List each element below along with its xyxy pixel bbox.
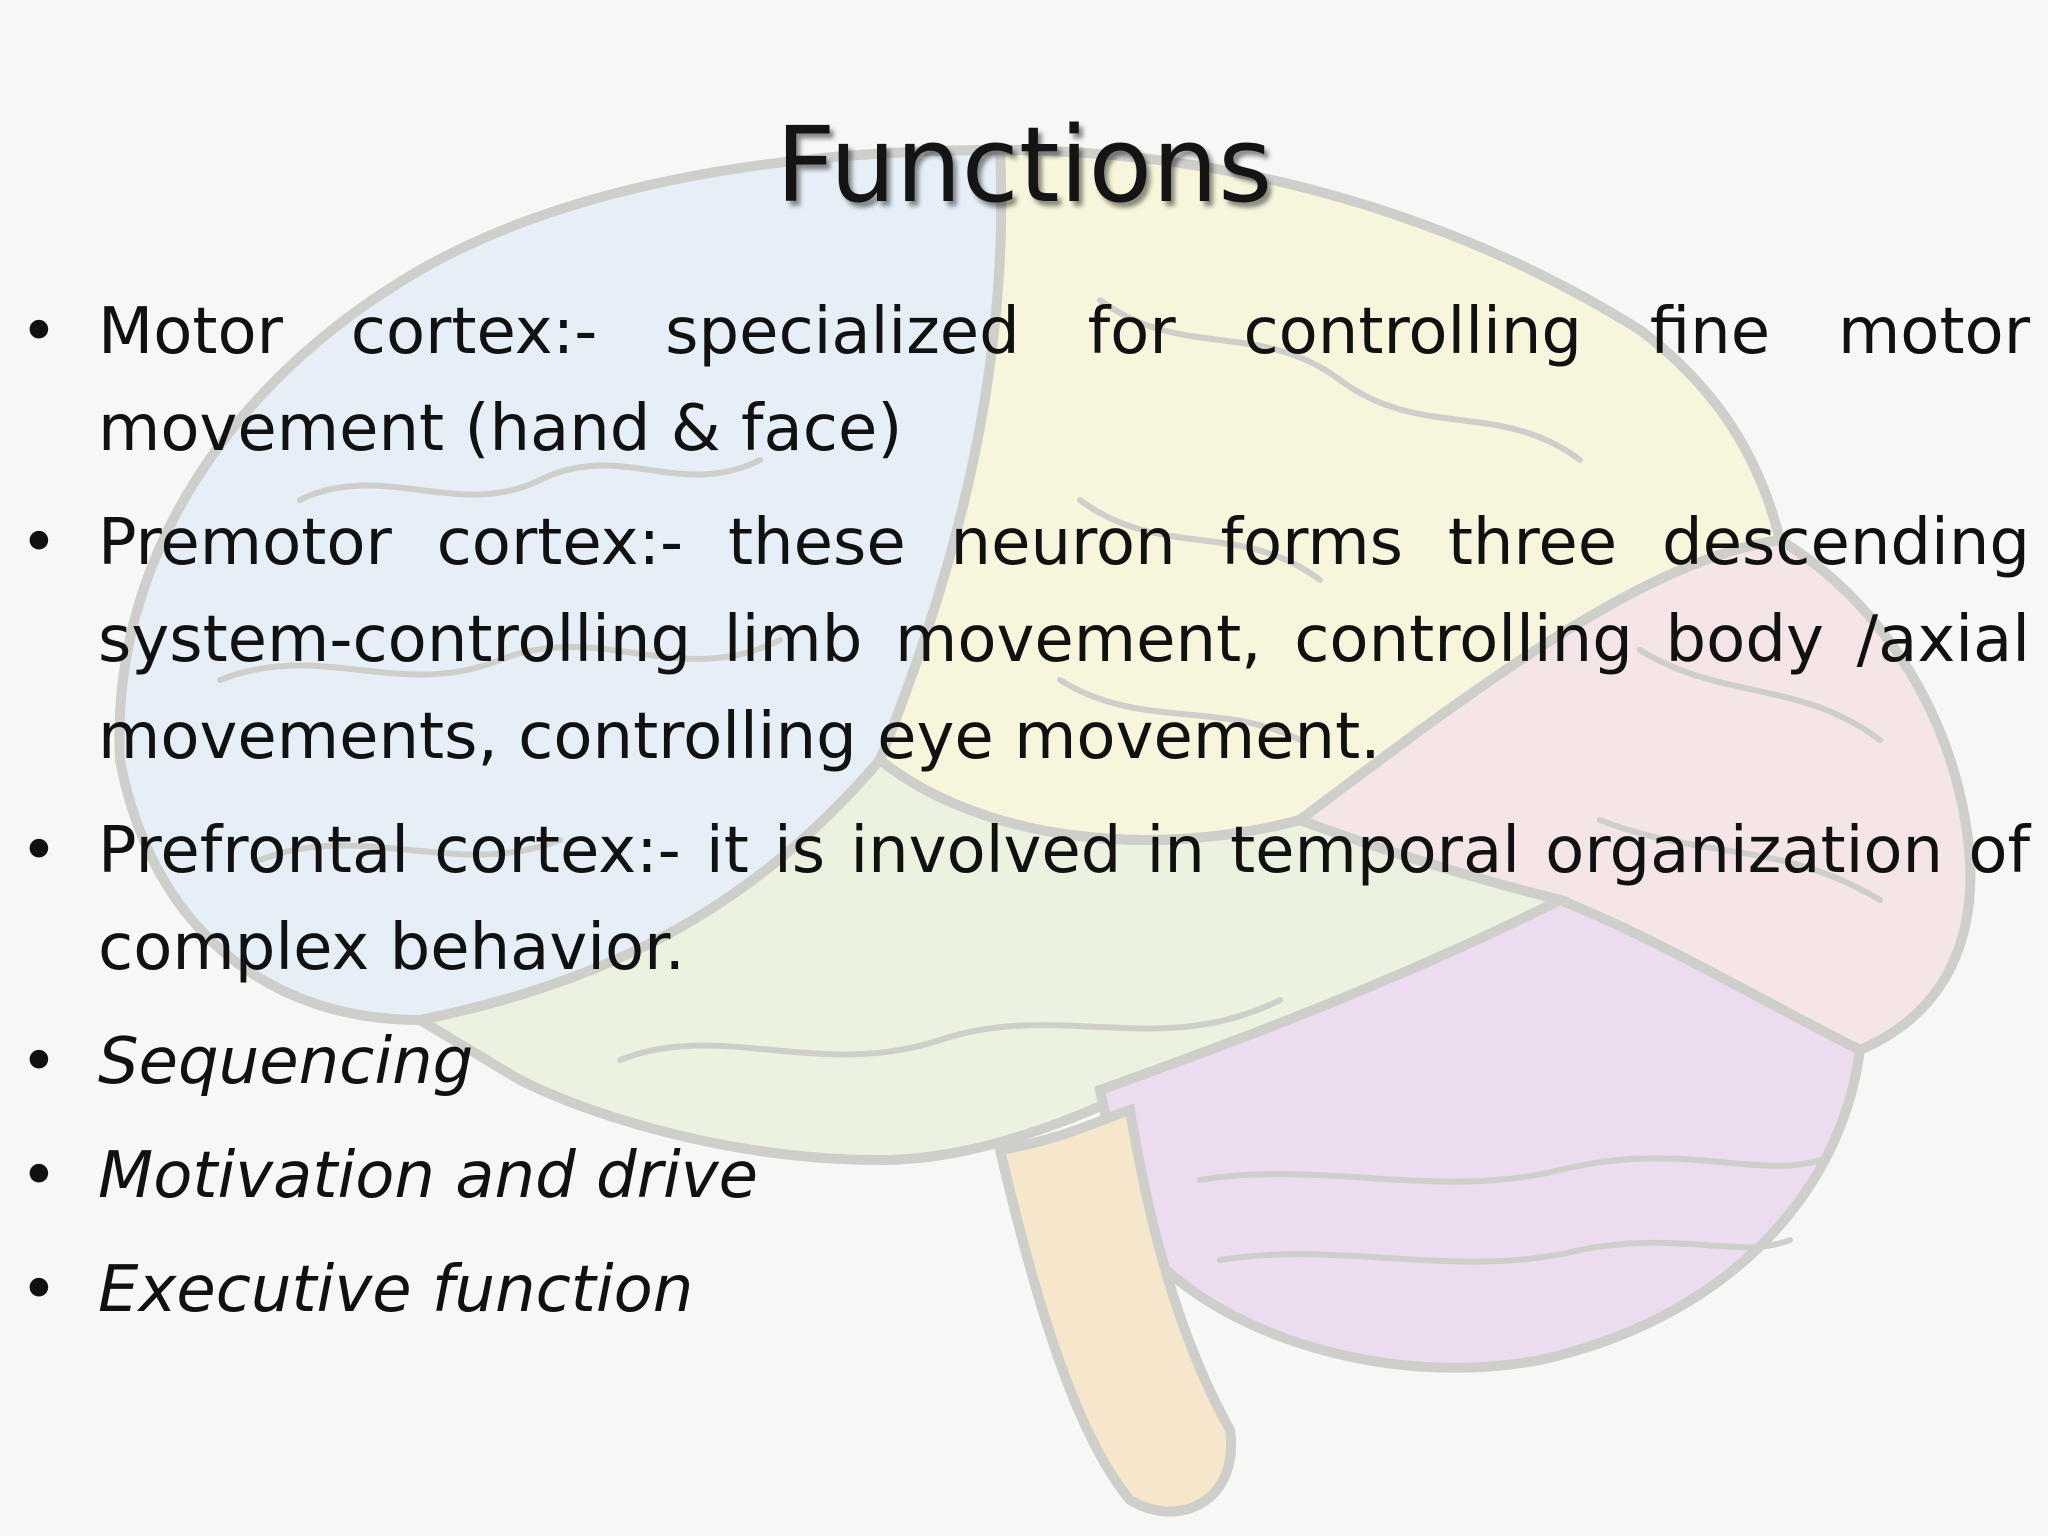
bullet-list: • Motor cortex:- specialized for control…: [20, 284, 2030, 1356]
bullet-text: Executive function: [98, 1253, 694, 1327]
bullet-item-motivation: • Motivation and drive: [20, 1128, 2030, 1225]
bullet-item-sequencing: • Sequencing: [20, 1014, 2030, 1111]
bullet-text: Sequencing: [98, 1025, 474, 1099]
bullet-item-executive-function: • Executive function: [20, 1242, 2030, 1339]
bullet-icon: •: [20, 1025, 58, 1099]
bullet-item-motor-cortex: • Motor cortex:- specialized for control…: [20, 284, 2030, 478]
bullet-item-prefrontal-cortex: • Prefrontal cortex:- it is involved in …: [20, 803, 2030, 997]
bullet-text: Prefrontal cortex:- it is involved in te…: [98, 814, 2030, 985]
slide-title: Functions: [775, 104, 1273, 226]
bullet-text: Motivation and drive: [98, 1139, 758, 1213]
cerebellum-shape: [1094, 894, 1866, 1373]
brainstem-shape: [993, 1103, 1237, 1517]
bullet-text: Premotor cortex:- these neuron forms thr…: [98, 506, 2030, 774]
bullet-text: Motor cortex:- specialized for controlli…: [98, 295, 2030, 466]
bullet-icon: •: [20, 1253, 58, 1327]
bullet-icon: •: [20, 814, 58, 888]
bullet-icon: •: [20, 1139, 58, 1213]
bullet-icon: •: [20, 295, 58, 369]
bullet-icon: •: [20, 506, 58, 580]
bullet-item-premotor-cortex: • Premotor cortex:- these neuron forms t…: [20, 495, 2030, 786]
